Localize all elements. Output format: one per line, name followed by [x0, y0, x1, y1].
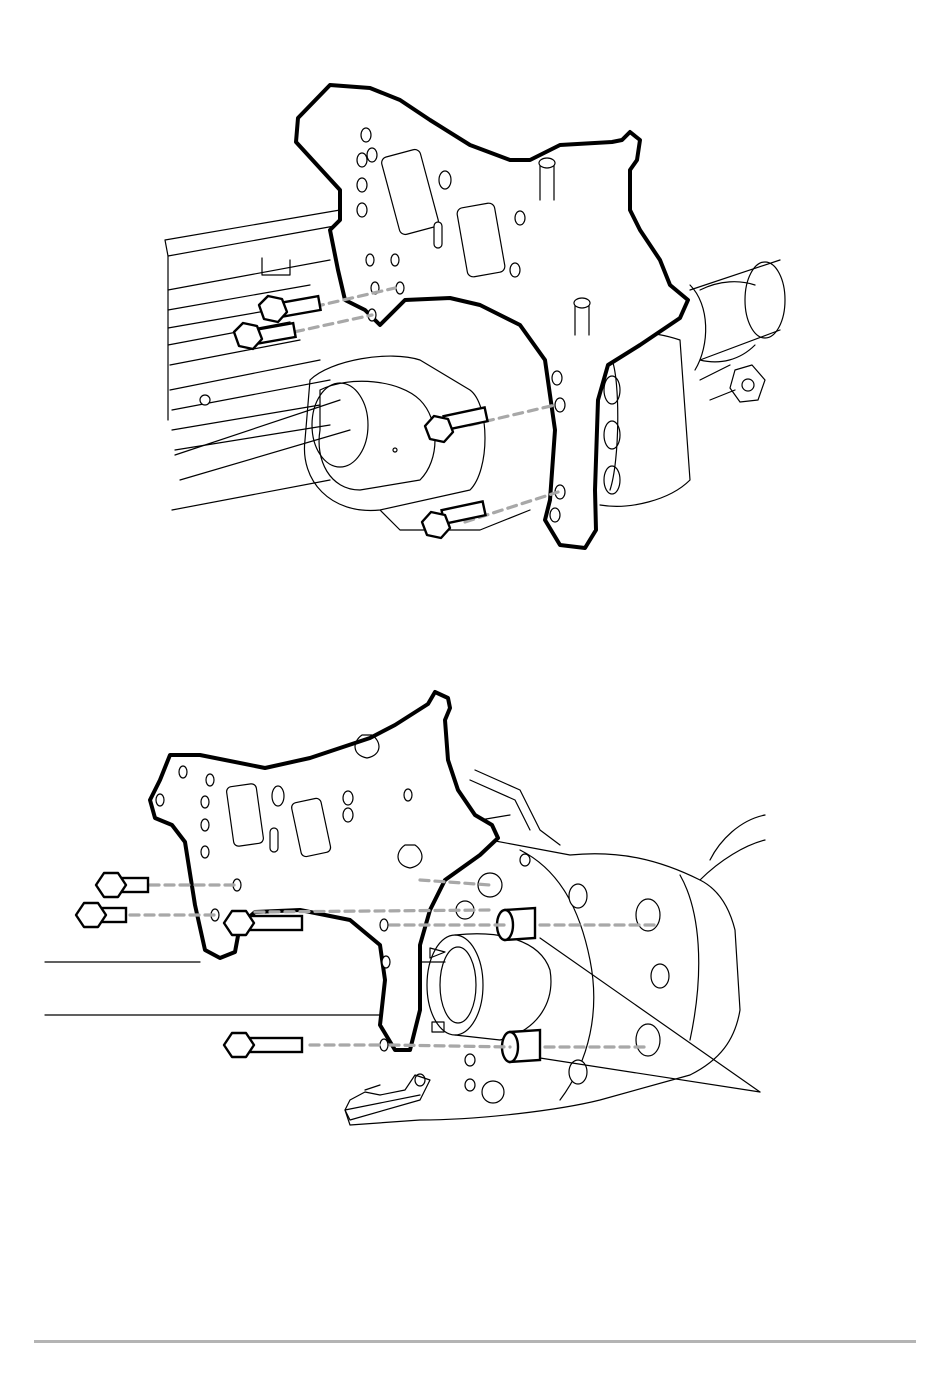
- spacer-icon: [502, 1030, 540, 1062]
- bolt-icon: [76, 903, 126, 927]
- bolt-icon: [259, 296, 321, 322]
- bolt-icon: [96, 873, 148, 897]
- spacers: [497, 908, 540, 1062]
- bolts: [234, 296, 488, 538]
- assembly-diagram-top: [0, 60, 950, 580]
- bolt-icon: [422, 501, 486, 538]
- assembly-diagram-bottom: [0, 680, 950, 1150]
- base-housing: [165, 210, 340, 510]
- mounting-plate: [296, 85, 688, 548]
- bolt-icon: [224, 1033, 302, 1057]
- bolt-icon: [224, 911, 302, 935]
- footer-rule: [34, 1340, 916, 1343]
- mounting-plate: [150, 692, 498, 1051]
- bearing-housing: [304, 356, 530, 530]
